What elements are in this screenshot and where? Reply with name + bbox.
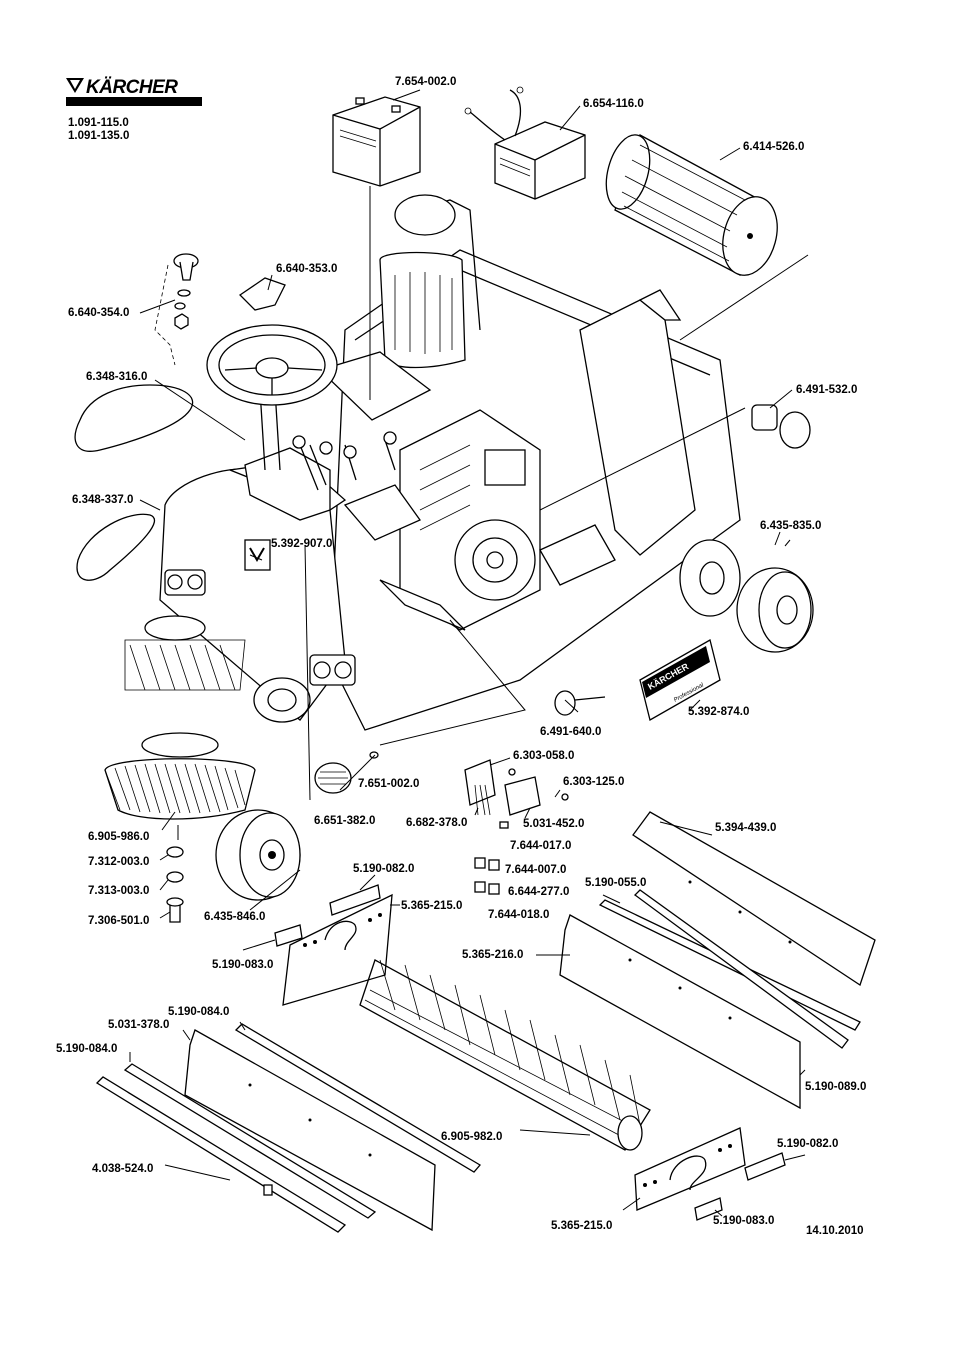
part-label: 6.905-986.0 xyxy=(88,831,149,843)
rear-wheel-mounted-drawing xyxy=(679,539,741,617)
part-label: 5.392-907.0 xyxy=(271,538,332,550)
part-label: 5.190-089.0 xyxy=(805,1081,866,1093)
rear-wheel-drawing xyxy=(736,567,814,653)
leader-lines xyxy=(129,89,809,1217)
part-label: 7.654-002.0 xyxy=(395,76,456,88)
part-label: 5.392-874.0 xyxy=(688,706,749,718)
part-label: 6.491-532.0 xyxy=(796,384,857,396)
front-wheel-mounted-drawing xyxy=(253,677,311,723)
part-label: 6.651-382.0 xyxy=(314,815,375,827)
part-label: 7.651-002.0 xyxy=(358,778,419,790)
blade-holder-524-drawing xyxy=(95,1076,347,1233)
part-label: 7.644-018.0 xyxy=(488,909,549,921)
kaercher-logo: KÄRCHER xyxy=(66,77,202,106)
part-label: 7.312-003.0 xyxy=(88,856,149,868)
part-label: 6.414-526.0 xyxy=(743,141,804,153)
steering-knob-drawing xyxy=(154,253,199,366)
part-label: 7.644-007.0 xyxy=(505,864,566,876)
part-label: 5.365-216.0 xyxy=(462,949,523,961)
logo-brand-text: KÄRCHER xyxy=(86,77,178,98)
steering-wheel-drawing xyxy=(206,324,338,406)
part-label: 5.190-084.0 xyxy=(56,1043,117,1055)
part-label: 6.303-125.0 xyxy=(563,776,624,788)
date-stamp: 14.10.2010 xyxy=(806,1225,864,1237)
plate-082-lower-drawing xyxy=(744,1152,786,1181)
model-number-1: 1.091-115.0 xyxy=(68,117,129,129)
part-label: 6.682-378.0 xyxy=(406,817,467,829)
part-label: 5.190-082.0 xyxy=(777,1138,838,1150)
part-label: 6.640-354.0 xyxy=(68,307,129,319)
model-number-2: 1.091-135.0 xyxy=(68,130,129,142)
part-label: 6.303-058.0 xyxy=(513,750,574,762)
side-plate-lower-drawing xyxy=(634,1127,746,1211)
part-label: 7.313-003.0 xyxy=(88,885,149,897)
strip-089-drawing xyxy=(634,889,849,1049)
relay-board-drawing xyxy=(464,759,569,895)
part-label: 6.654-116.0 xyxy=(583,98,644,110)
part-label: 6.491-640.0 xyxy=(540,726,601,738)
side-brush-mounted-drawing xyxy=(124,615,246,691)
sweeper-body-drawing xyxy=(159,194,741,731)
headlight-drawing xyxy=(314,751,379,794)
part-label: 5.190-055.0 xyxy=(585,877,646,889)
part-label: 5.365-215.0 xyxy=(401,900,462,912)
part-label: 5.031-378.0 xyxy=(108,1019,169,1031)
rubber-seal-378-drawing xyxy=(184,1029,436,1232)
plate-083-lower-drawing xyxy=(694,1197,723,1221)
part-label: 6.435-835.0 xyxy=(760,520,821,532)
part-label: 5.031-452.0 xyxy=(523,818,584,830)
side-brush-drawing xyxy=(104,732,256,820)
switch-drawing xyxy=(554,690,606,716)
part-label: 7.644-017.0 xyxy=(510,840,571,852)
v-belt-2-drawing xyxy=(76,513,156,581)
rear-light-drawing xyxy=(751,404,811,449)
main-roller-brush-drawing xyxy=(359,959,651,1151)
part-label: 5.190-083.0 xyxy=(212,959,273,971)
cover-cap-drawing xyxy=(238,277,286,311)
part-label: 6.905-982.0 xyxy=(441,1131,502,1143)
part-label: 4.038-524.0 xyxy=(92,1163,153,1175)
part-label: 6.644-277.0 xyxy=(508,886,569,898)
part-label: 5.394-439.0 xyxy=(715,822,776,834)
part-label: 6.640-353.0 xyxy=(276,263,337,275)
part-label: 6.348-316.0 xyxy=(86,371,147,383)
part-label: 5.190-083.0 xyxy=(713,1215,774,1227)
plate-082-upper-drawing xyxy=(329,884,381,916)
plate-083-upper-drawing xyxy=(274,924,303,947)
front-wheel-drawing xyxy=(215,809,301,901)
rear-rubber-strip-drawing xyxy=(632,811,876,987)
side-plate-upper-drawing xyxy=(282,893,393,1006)
part-label: 5.190-084.0 xyxy=(168,1006,229,1018)
part-label: 6.348-337.0 xyxy=(72,494,133,506)
control-box-drawing xyxy=(464,86,586,200)
battery-drawing xyxy=(332,96,421,187)
part-label: 5.365-215.0 xyxy=(551,1220,612,1232)
strip-084-right-drawing xyxy=(234,1023,481,1173)
v-belt-1-drawing xyxy=(74,384,194,452)
part-label: 5.190-082.0 xyxy=(353,863,414,875)
strip-084-left-drawing xyxy=(123,1063,377,1219)
panel-filter-drawing xyxy=(605,134,778,276)
part-label: 6.435-846.0 xyxy=(204,911,265,923)
part-label: 7.306-501.0 xyxy=(88,915,149,927)
washers-screw-drawing xyxy=(166,846,184,923)
